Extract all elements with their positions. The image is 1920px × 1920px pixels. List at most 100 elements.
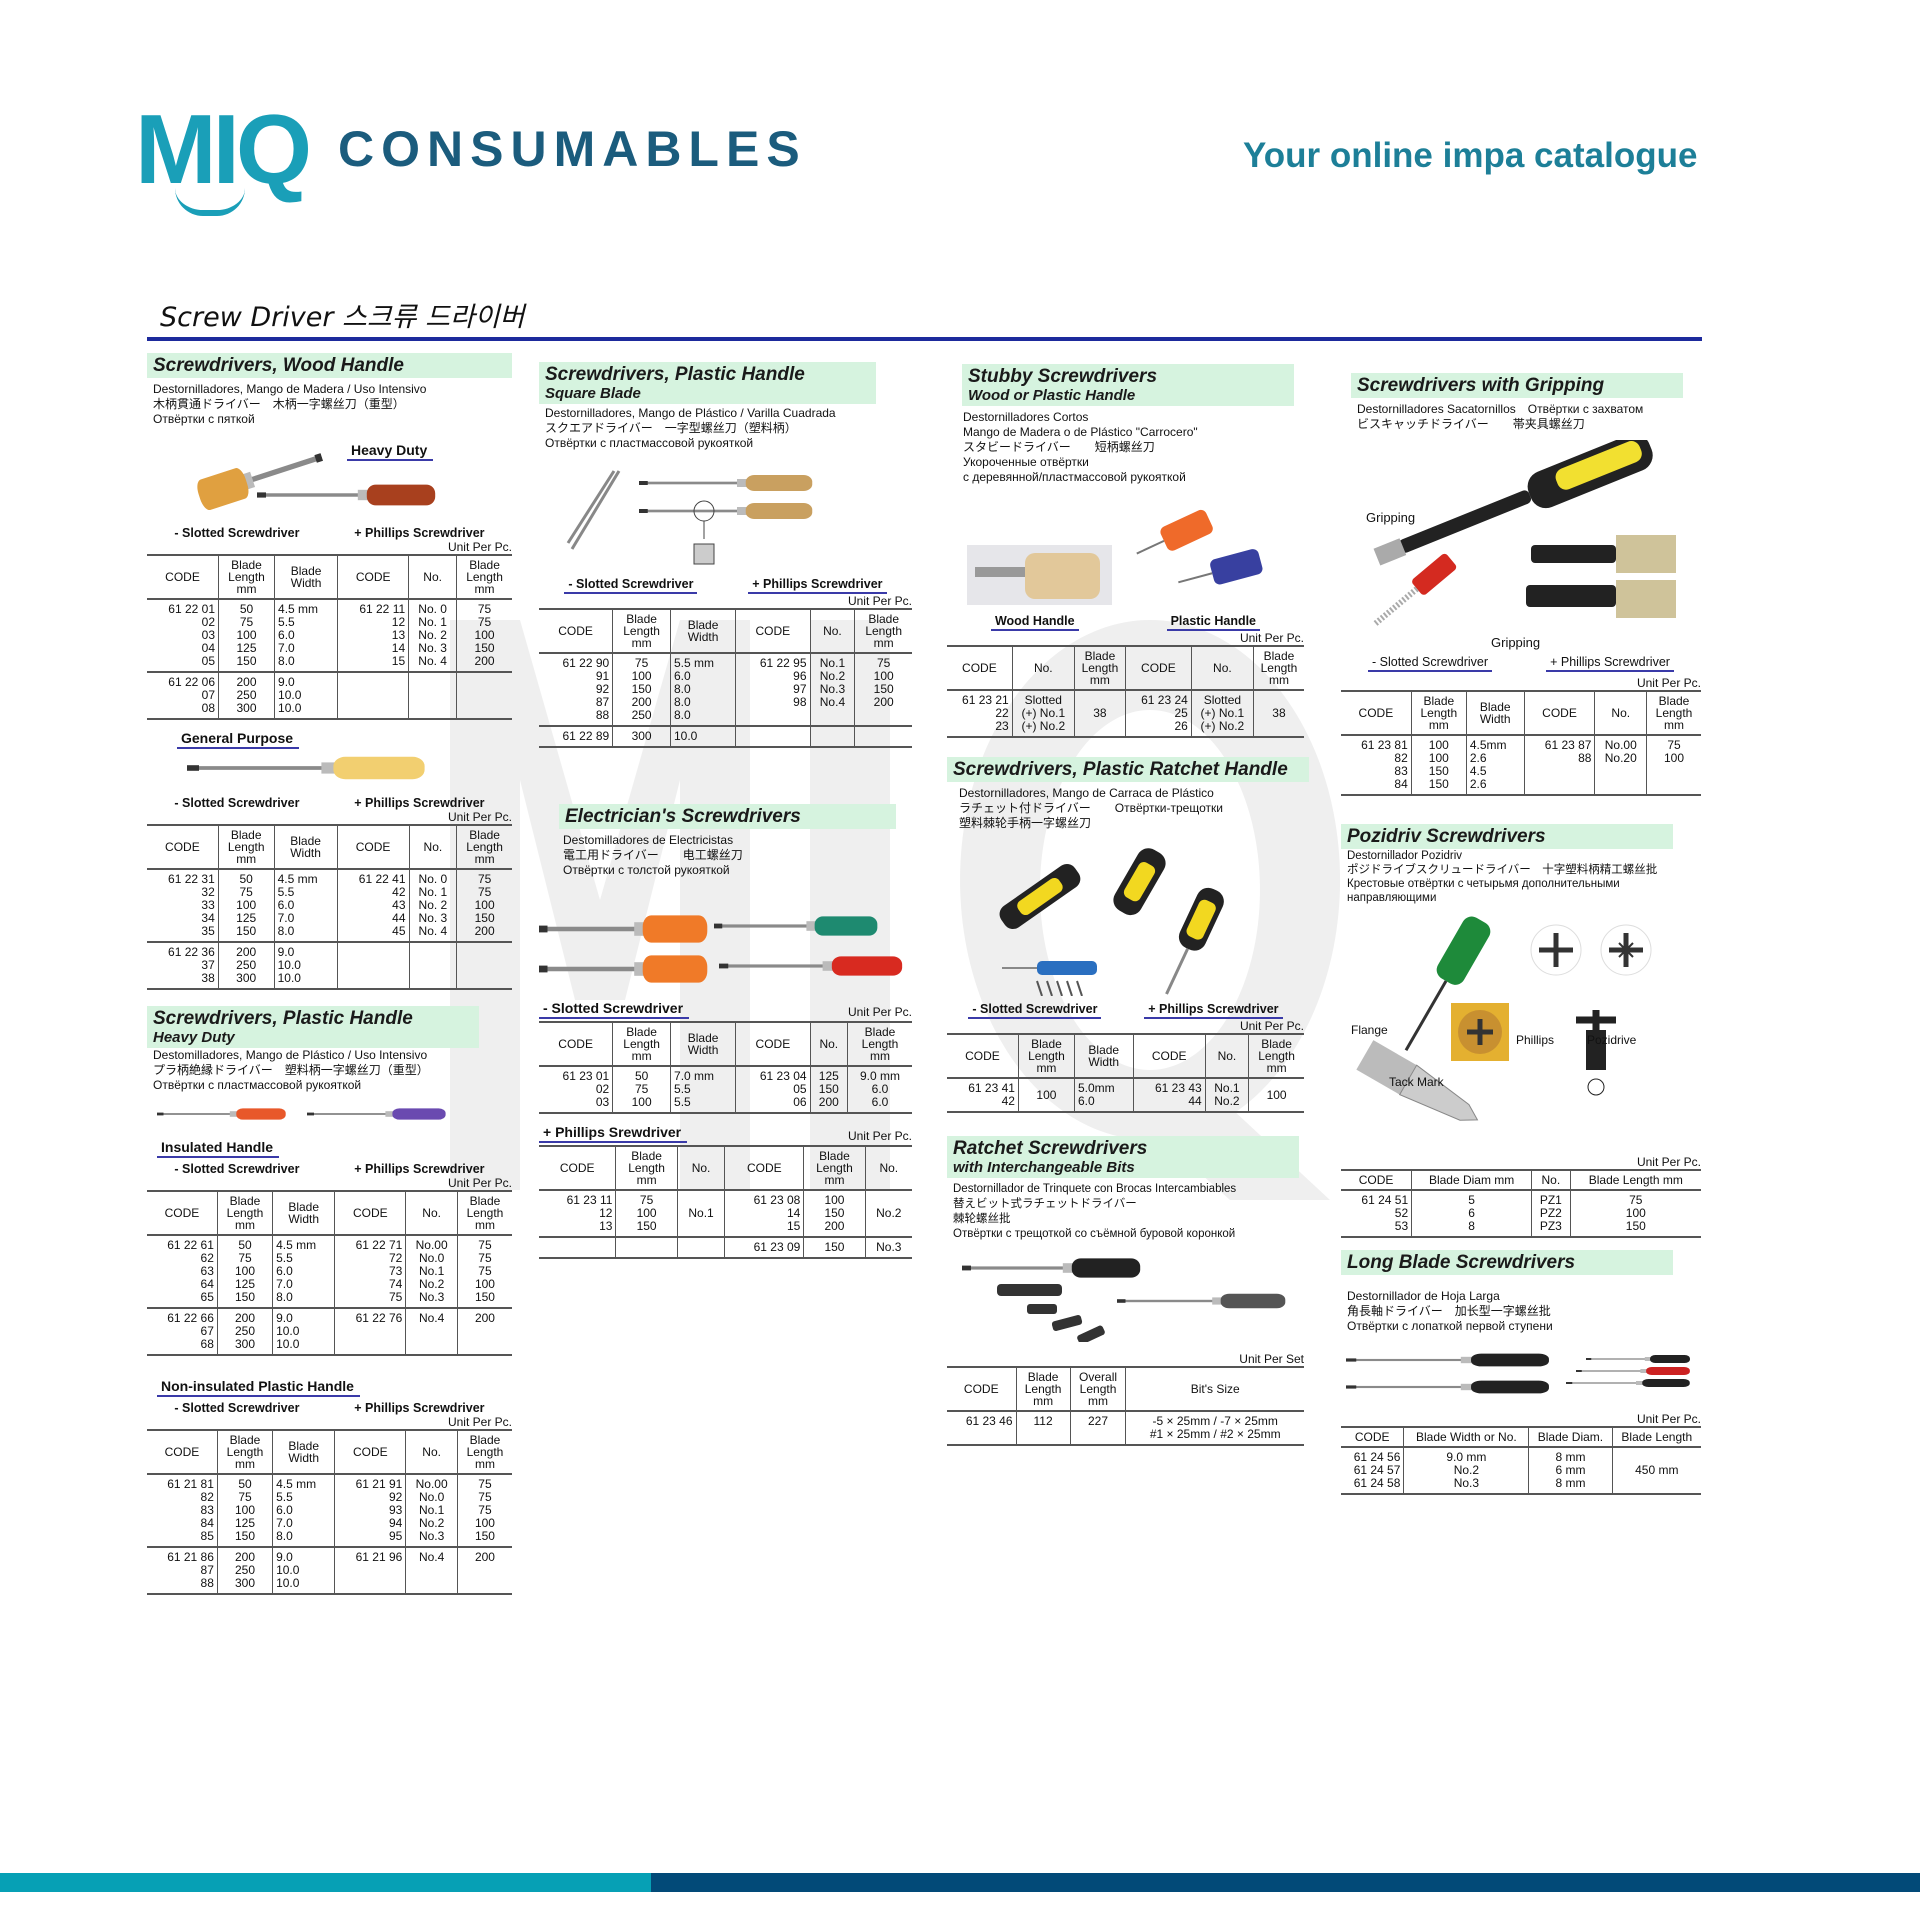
section-desc: Destornilladores Sacatornillos Отвёртки … xyxy=(1357,402,1701,432)
table-cell: 61 23 21 22 23 xyxy=(962,693,1009,733)
title-divider xyxy=(147,337,1702,341)
screwdriver-image xyxy=(197,453,324,511)
table-cell: 61 24 56 61 24 57 61 24 58 xyxy=(1353,1450,1401,1490)
section-desc: Destomilladores, Mango de Plástico / Uso… xyxy=(153,1048,512,1093)
type-slotted: - Slotted Screwdriver xyxy=(968,1002,1102,1019)
column-header: CODE xyxy=(539,1145,616,1191)
table-cell: 61 21 81 82 83 84 85 xyxy=(167,1477,214,1543)
column-header: CODE xyxy=(539,1021,613,1067)
section-desc: Destornillador de Trinquete con Brocas I… xyxy=(953,1182,1304,1242)
column-header: Blade Length mm xyxy=(615,1145,678,1191)
desc-line: Mango de Madera o de Plástico "Carrocero… xyxy=(963,425,1198,439)
desc-line: 替えビット式ラチェットドライバー xyxy=(953,1198,1137,1210)
table-cell: 61 22 11 12 13 14 15 xyxy=(337,599,409,672)
tagline: Your online impa catalogue xyxy=(1243,136,1698,175)
table-cell xyxy=(615,1237,678,1258)
gripping-screwdriver-image xyxy=(1372,440,1676,627)
table-cell: 61 21 96 xyxy=(334,1547,406,1594)
table-cell: 100 150 200 xyxy=(803,1190,866,1237)
desc-line: Destornillador de Trinquete con Brocas I… xyxy=(953,1183,1237,1195)
desc-line: 電工用ドライバー 电工螺丝刀 xyxy=(563,848,743,862)
table-cell: 4.5 mm 5.5 6.0 7.0 8.0 xyxy=(272,1235,335,1308)
section-electrician: Electrician's Screwdrivers Destomillador… xyxy=(539,804,912,1259)
column-header: CODE xyxy=(735,608,811,654)
column-header: Blade Diam. xyxy=(1528,1426,1613,1448)
table-cell: 61 22 41 42 43 44 45 xyxy=(336,869,409,942)
bits-image xyxy=(997,1284,1105,1342)
desc-line: Отвёртки с пластмассовой рукояткой xyxy=(153,1078,362,1092)
desc-line: Destornilladores Sacatornillos Отвёртки … xyxy=(1357,402,1644,416)
table-cell xyxy=(408,672,457,719)
table-cell: 9.0 10.0 10.0 xyxy=(273,942,338,989)
column-header: CODE xyxy=(337,554,409,600)
subsection-label: Non-insulated Plastic Handle xyxy=(157,1378,360,1397)
pozidriv-illustration xyxy=(1356,916,1652,1121)
table-cell: 61 22 71 72 73 74 75 xyxy=(334,1235,406,1308)
desc-line: Destomilladores, Mango de Plástico / Uso… xyxy=(153,1048,428,1062)
title-text: Ratchet Screwdrivers xyxy=(953,1138,1148,1159)
screwdriver-image xyxy=(307,1108,446,1120)
desc-line: Отвёртки с лопаткой первой ступени xyxy=(1347,1319,1553,1333)
column-header: CODE xyxy=(147,1190,218,1236)
column-header: CODE xyxy=(1523,690,1595,736)
product-images: Gripping Gripping xyxy=(1341,432,1701,654)
desc-line: Укороченные отвёртки xyxy=(963,455,1089,469)
table-cell: 200 250 300 xyxy=(216,1547,273,1594)
desc-line: Destornilladores Cortos xyxy=(963,410,1089,424)
table-cell: 75 100 150 xyxy=(1569,1190,1701,1237)
section-desc: Destornillador de Hoja Larga 角長軸ドライバー 加长… xyxy=(1347,1289,1701,1334)
unit-label: Unit Per Pc. xyxy=(447,810,512,824)
unit-label: Unit Per Set xyxy=(1239,1352,1304,1366)
table-cell: 50 75 100 125 150 xyxy=(217,599,275,672)
section-gripping: Screwdrivers with Gripping Destornillado… xyxy=(1341,373,1701,796)
table-cell xyxy=(337,672,409,719)
table-cell: 38 xyxy=(1252,690,1304,737)
screwdriver-image xyxy=(639,475,813,491)
table-cell: 300 xyxy=(612,726,671,747)
unit-label: Unit Per Pc. xyxy=(447,540,512,554)
unit-label: Unit Per Pc. xyxy=(447,1415,512,1429)
blade-closeup-image xyxy=(566,470,621,550)
table-cell: 7.0 mm 5.5 5.5 xyxy=(670,1066,736,1113)
screwdriver-image xyxy=(1117,1293,1286,1309)
title-text: Stubby Screwdrivers xyxy=(968,366,1158,387)
product-images: General Purpose xyxy=(147,730,512,792)
table-cell: 9.0 mm No.2 No.3 xyxy=(1403,1447,1529,1494)
table-cell: 100 xyxy=(1017,1078,1075,1112)
table-cell: 61 23 11 12 13 xyxy=(566,1193,613,1233)
desc-line: направляющими xyxy=(1347,892,1437,904)
column-header: CODE xyxy=(334,1190,406,1236)
table-cell: 61 23 81 82 83 84 xyxy=(1361,738,1408,791)
type-slotted: - Slotted Screwdriver xyxy=(174,796,300,810)
table-cell: 9.0 10.0 10.0 xyxy=(274,672,338,719)
table-cell: 61 22 66 67 68 xyxy=(167,1311,214,1351)
column-header: CODE xyxy=(735,1021,811,1067)
image-label: Pozidrive xyxy=(1587,1033,1637,1047)
section-title: Pozidriv Screwdrivers xyxy=(1341,824,1673,849)
desc-line: Отвёртки с толстой рукояткой xyxy=(563,863,730,877)
table-cell: 150 xyxy=(803,1237,866,1258)
product-images xyxy=(947,485,1304,613)
table-cell: 4.5 mm 5.5 6.0 7.0 8.0 xyxy=(274,599,338,672)
subtitle-text: Heavy Duty xyxy=(153,1029,235,1046)
screwdriver-image xyxy=(1566,1379,1690,1387)
type-slotted: - Slotted Screwdriver xyxy=(174,526,300,540)
column-header: Blade Length mm xyxy=(217,554,275,600)
table-cell xyxy=(735,726,811,747)
table-cell xyxy=(408,942,457,989)
